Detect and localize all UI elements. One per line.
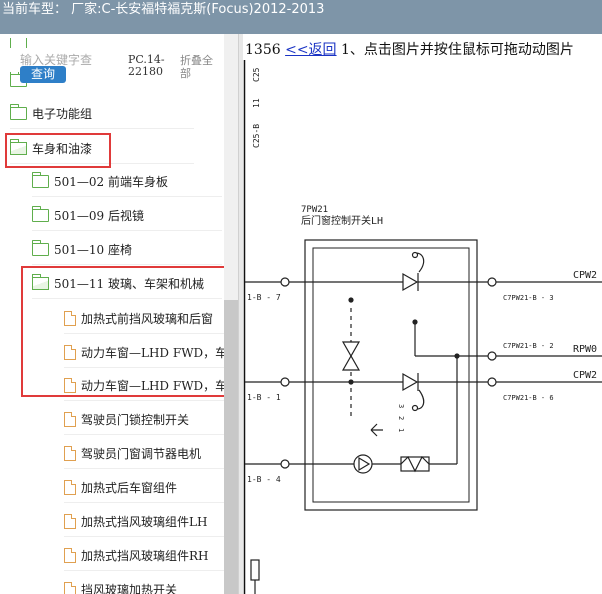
conn-label-c25: C25	[252, 67, 261, 82]
folder-icon	[32, 240, 49, 256]
bottom-connector	[250, 559, 260, 594]
file-icon	[64, 345, 76, 360]
file-icon	[64, 311, 76, 326]
tree-item-body-paint[interactable]: 车身和油漆	[10, 134, 194, 164]
left-pin-label: 1-B - 1	[247, 393, 281, 402]
tree-item-power-window-2[interactable]: 动力车窗—LHD FWD，车	[64, 371, 224, 401]
tree-item-driver-window-motor[interactable]: 驾驶员门窗调节器电机	[64, 439, 224, 469]
wire-label: CPW2	[573, 270, 597, 281]
tree-item-heated-windshield-rear[interactable]: 加热式前挡风玻璃和后窗	[64, 304, 224, 334]
instruction-text: 1、点击图片并按住鼠标可拖动动图片	[341, 42, 574, 58]
tree-item-label: 加热式前挡风玻璃和后窗	[81, 312, 214, 326]
internal-wiring	[305, 251, 477, 474]
tree-item-label: 车身和油漆	[32, 142, 93, 156]
content-pane: 1356 <<返回 1、点击图片并按住鼠标可拖动动图片 C25 11 C25-B…	[243, 34, 602, 594]
scrollbar-track[interactable]	[224, 34, 238, 300]
folder-open-icon	[32, 274, 49, 290]
tree-item-label: 动力车窗—LHD FWD，车	[81, 379, 224, 393]
folder-icon	[32, 206, 49, 222]
pc-code: PC.14-22180	[128, 53, 165, 78]
window-title: 当前车型： 厂家:C-长安福特福克斯(Focus)2012-2013	[0, 0, 602, 34]
collapse-all-button[interactable]: 折叠全部	[180, 54, 213, 80]
tree-item-windshield-heater-switch[interactable]: 挡风玻璃加热开关	[64, 575, 224, 594]
right-pin-label: C7PW21-B - 6	[503, 394, 554, 402]
switch-pos-label: 1	[397, 428, 405, 432]
tree-item-501-09[interactable]: 501—09 后视镜	[32, 201, 222, 231]
folder-icon	[10, 104, 27, 120]
right-terminals	[477, 277, 602, 387]
file-icon	[64, 446, 76, 461]
file-icon	[64, 582, 76, 594]
wire-label: CPW2	[573, 370, 597, 381]
folder-icon	[32, 172, 49, 188]
left-pin-label: 1-B - 7	[247, 293, 281, 302]
file-icon	[64, 548, 76, 563]
tree-item-label: 加热式挡风玻璃组件RH	[81, 549, 209, 563]
tree-item-driver-door-lock[interactable]: 驾驶员门锁控制开关	[64, 405, 224, 435]
tree-item-label: 加热式后车窗组件	[81, 481, 178, 495]
switch-pos-label: 2	[397, 416, 405, 420]
tree-item-heated-windshield-rh[interactable]: 加热式挡风玻璃组件RH	[64, 541, 224, 571]
file-icon	[64, 412, 76, 427]
content-header: 1356 <<返回 1、点击图片并按住鼠标可拖动动图片	[245, 39, 574, 59]
left-pin-label: 1-B - 4	[247, 475, 281, 484]
left-terminals	[245, 277, 305, 469]
tree-item-power-window-1[interactable]: 动力车窗—LHD FWD，车	[64, 338, 224, 368]
tree-item-501-11[interactable]: 501—11 玻璃、车架和机械	[32, 269, 222, 299]
tree-item-label: 501—11 玻璃、车架和机械	[54, 277, 204, 291]
component-id: 7PW21	[301, 205, 328, 215]
tree-item-label: 动力车窗—LHD FWD，车	[81, 346, 224, 360]
page-number: 1356	[245, 42, 281, 58]
tree-item-partial-top[interactable]	[10, 38, 220, 48]
back-link[interactable]: <<返回	[285, 42, 337, 58]
pin-label-11: 11	[252, 98, 261, 108]
scrollbar-thumb[interactable]	[224, 300, 238, 594]
switch-pos-label: 3	[397, 404, 405, 408]
file-icon	[64, 378, 76, 393]
tree-item-label: 挡风玻璃加热开关	[81, 583, 178, 594]
component-outline	[304, 239, 478, 511]
tree-item-label: 501—09 后视镜	[54, 209, 144, 223]
right-pin-label: C7PW21-B - 2	[503, 342, 554, 350]
folder-open-icon	[10, 139, 27, 155]
tree-item-501-02[interactable]: 501—02 前端车身板	[32, 167, 222, 197]
search-row: 查询 PC.14-22180 折叠全部	[0, 42, 238, 83]
right-pin-label: C7PW21-B - 3	[503, 294, 554, 302]
wiring-diagram[interactable]: C25 11 C25-B 7PW21 后门窗控制开关LH 1-B - 7 1-B…	[243, 60, 602, 594]
pane-divider[interactable]	[238, 34, 243, 594]
tree-item-heated-windshield-lh[interactable]: 加热式挡风玻璃组件LH	[64, 507, 224, 537]
folder-icon	[10, 38, 27, 48]
file-icon	[64, 514, 76, 529]
query-button[interactable]: 查询	[20, 66, 66, 83]
tree-item-electronic-functions[interactable]: 电子功能组	[10, 99, 194, 129]
tree-item-heated-rear-window[interactable]: 加热式后车窗组件	[64, 473, 224, 503]
search-input[interactable]	[20, 52, 124, 68]
tree-item-501-10[interactable]: 501—10 座椅	[32, 235, 222, 265]
component-inner	[312, 247, 470, 503]
conn-label-c25b: C25-B	[252, 124, 261, 148]
tree-item-label: 电子功能组	[32, 107, 93, 121]
tree-item-label: 501—10 座椅	[54, 243, 132, 257]
wire-label: RPW0	[573, 344, 597, 355]
sidebar-tree: 查询 PC.14-22180 折叠全部 电子功能组 车身和油漆 501—02 前…	[0, 34, 238, 594]
tree-item-label: 加热式挡风玻璃组件LH	[81, 515, 208, 529]
component-name: 后门窗控制开关LH	[301, 214, 383, 227]
file-icon	[64, 480, 76, 495]
tree-item-label: 驾驶员门窗调节器电机	[81, 447, 202, 461]
tree-item-label: 驾驶员门锁控制开关	[81, 413, 190, 427]
tree-item-label: 501—02 前端车身板	[54, 175, 168, 189]
